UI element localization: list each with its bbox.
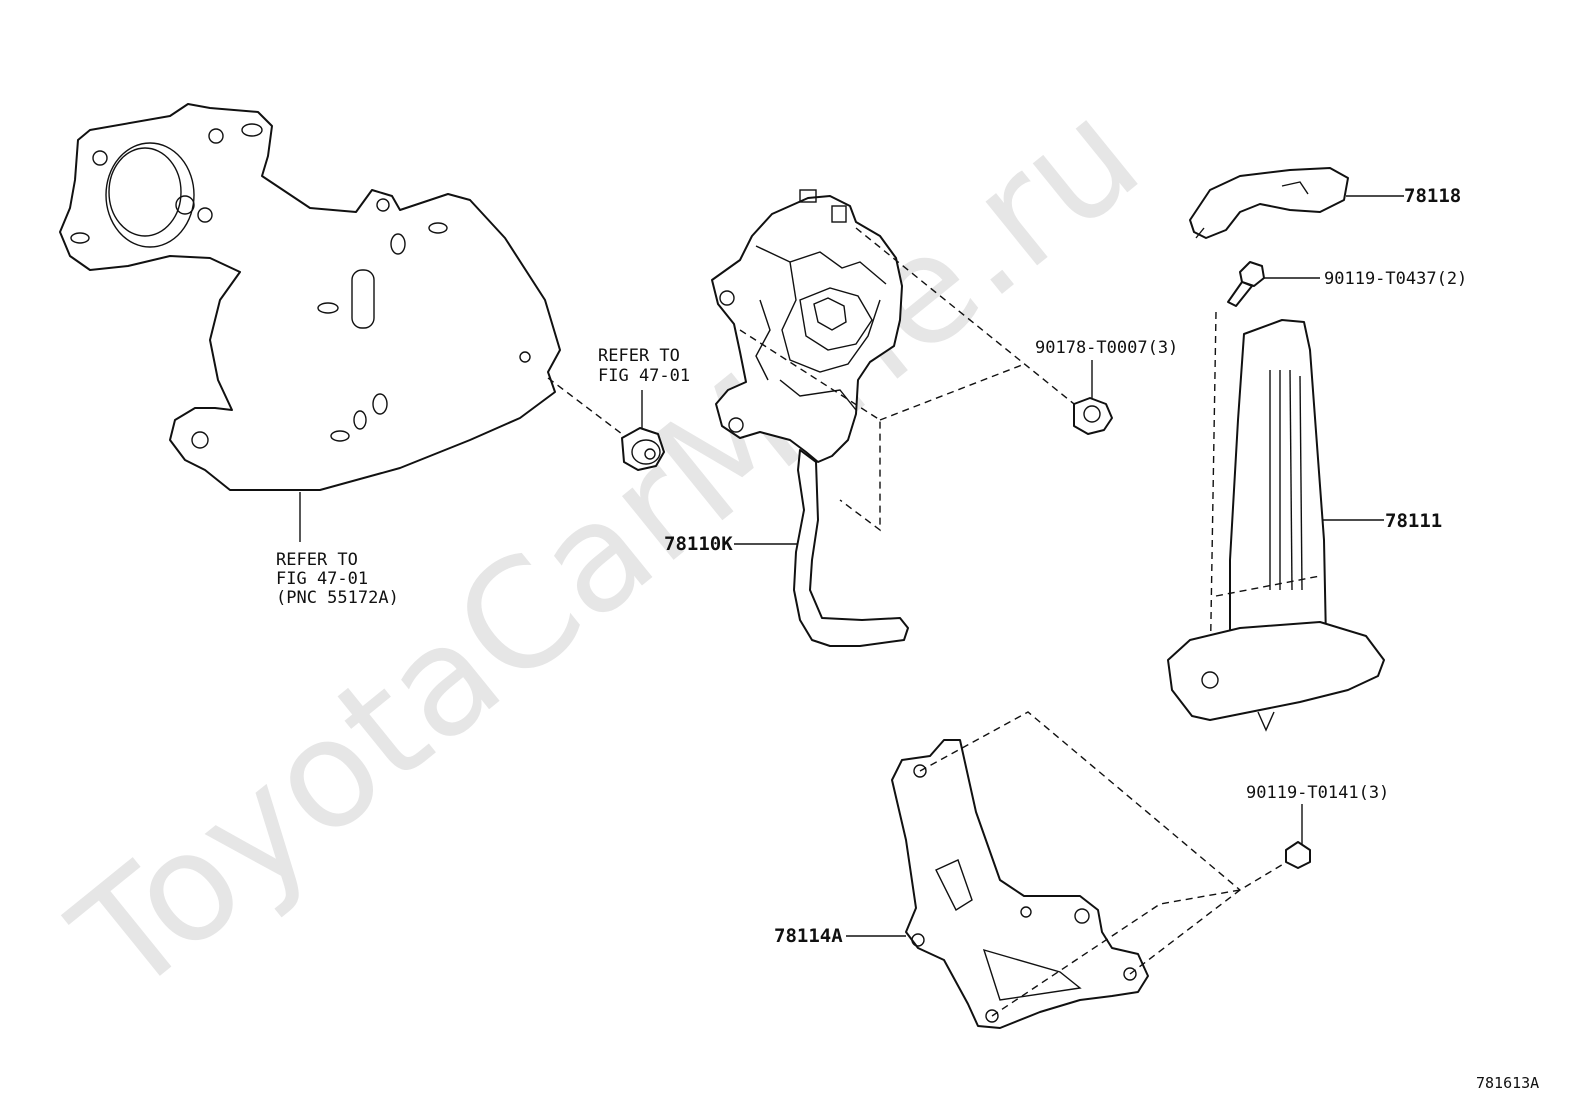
refer-nut-line1: REFER TO (598, 346, 680, 366)
pedal-assembly-illustration (711, 189, 909, 647)
bolt-to-pedal-dashline (1209, 311, 1217, 681)
bracket-78114a-dashline-bottom (991, 889, 1241, 1017)
callout-78110k: 78110K (664, 533, 733, 555)
pedal-side-dashline (739, 329, 881, 532)
nut-to-bracket-dashline (547, 377, 631, 441)
refer-bracket-line1: REFER TO (276, 550, 358, 570)
callout-90178-t0007: 90178-T0007(3) (1035, 338, 1178, 358)
refer-bracket-line2: FIG 47-01 (276, 569, 368, 589)
pedal-nut-dashline (855, 227, 1085, 413)
cover-78118-illustration (1189, 167, 1349, 239)
accelerator-pedal-78111-illustration (1167, 319, 1385, 732)
figure-code: 781613A (1476, 1074, 1539, 1092)
refer-nut-line2: FIG 47-01 (598, 366, 690, 386)
nut-90178-illustration (1073, 397, 1113, 435)
refer-bracket-line3: (PNC 55172A) (276, 588, 399, 608)
bolt-90119-t0437-illustration (1227, 261, 1265, 307)
pedal-to-nut-crossline (879, 364, 1023, 421)
callout-78118: 78118 (1404, 185, 1461, 207)
flange-nut-illustration (621, 427, 665, 471)
dash-bracket-illustration (59, 103, 561, 491)
callout-78114a: 78114A (774, 925, 843, 947)
pedal-bracket-78114a-illustration (891, 739, 1149, 1029)
callout-90119-t0141: 90119-T0141(3) (1246, 783, 1389, 803)
bracket-78114a-dashline-top (919, 711, 1241, 891)
bracket-78114a-dashline-side (1129, 859, 1291, 975)
callout-78111: 78111 (1385, 510, 1442, 532)
callout-90119-t0437: 90119-T0437(2) (1324, 269, 1467, 289)
bolt-90119-t0141-illustration (1285, 841, 1311, 869)
